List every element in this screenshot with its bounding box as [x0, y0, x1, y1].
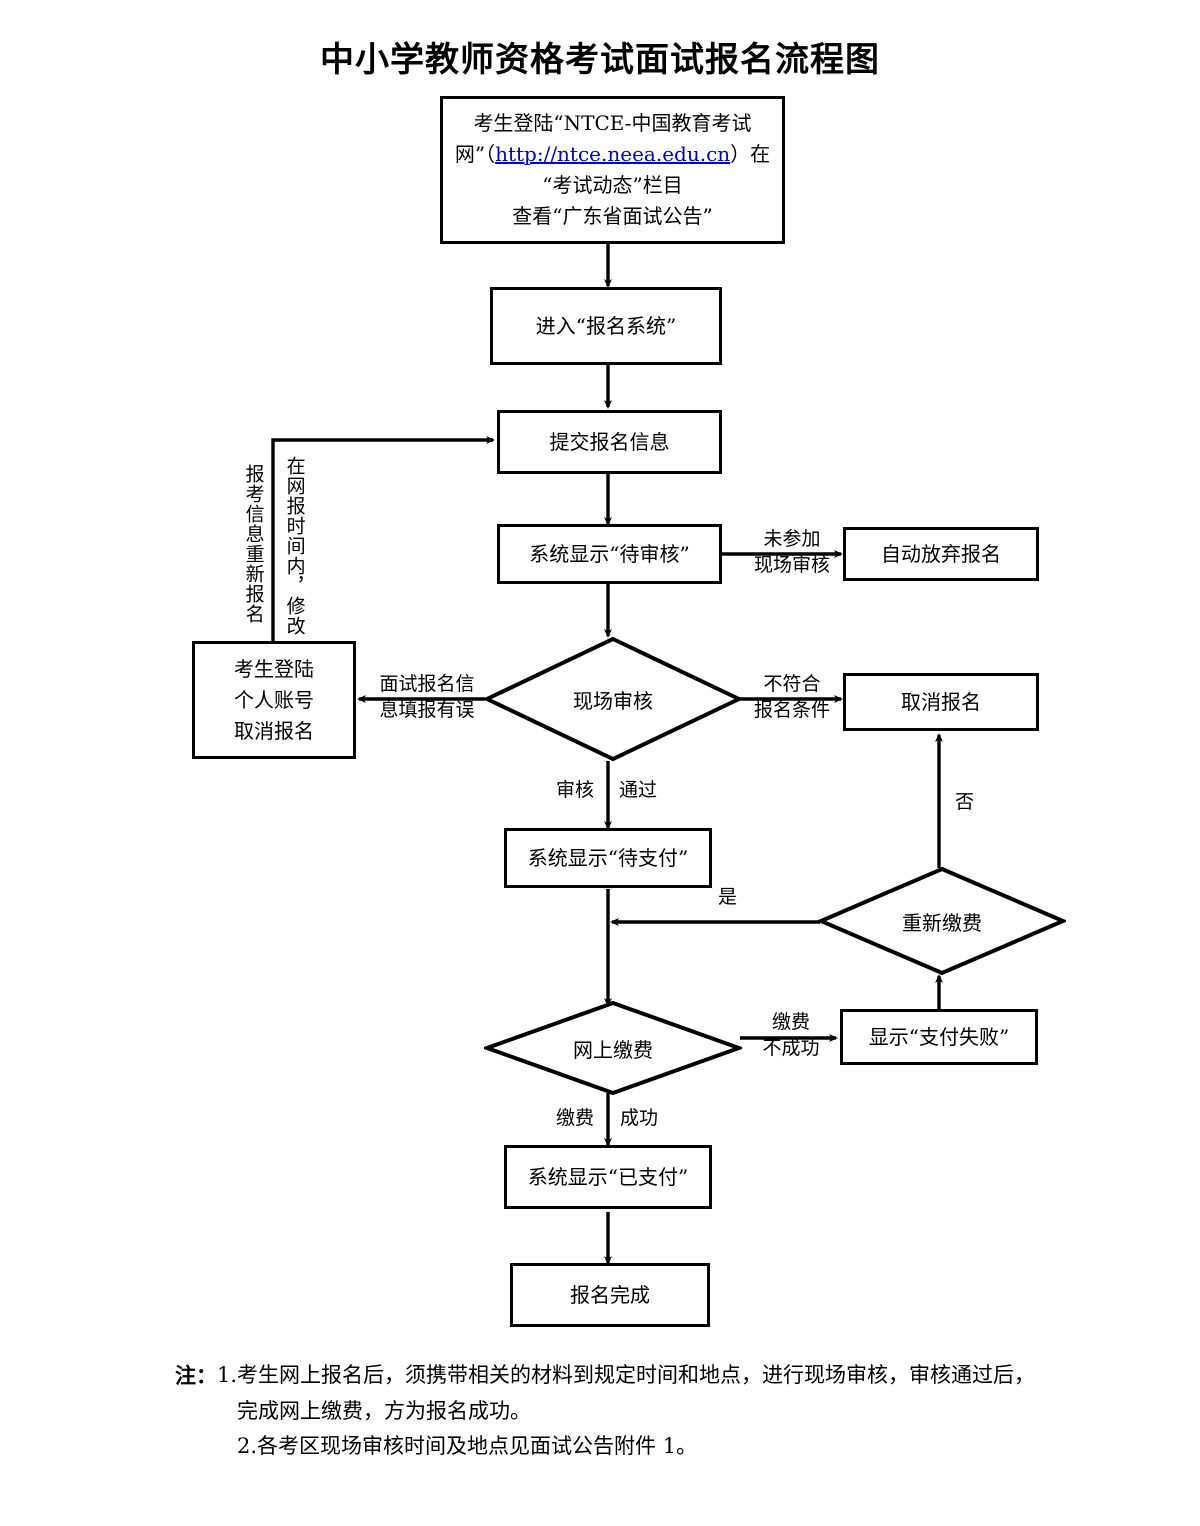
candidate-cancel-line-1: 考生登陆 — [234, 656, 314, 681]
note-row-2: 2.各考区现场审核时间及地点见面试公告附件 1。 — [175, 1429, 1125, 1465]
online-payment-diamond-shape — [484, 1000, 742, 1096]
node-system-pending-payment: 系统显示“待支付” — [504, 828, 712, 888]
online-payment-label: 网上缴费 — [573, 1037, 653, 1062]
note-2-line-1: 各考区现场审核时间及地点见面试公告附件 1。 — [257, 1434, 698, 1459]
edge-label-not-attend-onsite: 未参加 现场审核 — [744, 527, 840, 578]
done-label: 报名完成 — [570, 1282, 650, 1307]
node-system-paid: 系统显示“已支付” — [504, 1145, 712, 1209]
no-text: 否 — [955, 791, 975, 813]
node-cancel-registration: 取消报名 — [843, 673, 1039, 731]
not-attend-line-1: 未参加 — [763, 528, 821, 550]
note-row-1: 注：1.考生网上报名后，须携带相关的材料到规定时间和地点，进行现场审核，审核通过… — [175, 1358, 1125, 1394]
not-qualified-line-2: 报名条件 — [753, 698, 830, 721]
edge-label-payment-success-right: 成功 — [620, 1106, 658, 1132]
start-line-2-pre: 网”（ — [454, 142, 496, 166]
not-attend-line-2: 现场审核 — [753, 553, 830, 576]
yes-text: 是 — [718, 886, 738, 908]
pay-failed-line-1: 缴费 — [771, 1011, 810, 1033]
info-error-line-2: 息填报有误 — [379, 698, 475, 721]
not-qualified-line-1: 不符合 — [763, 673, 821, 695]
onsite-review-label: 现场审核 — [573, 688, 653, 713]
enter-system-label: 进入“报名系统” — [535, 313, 677, 338]
edge-label-modify-vertical: 在网报时间内，修改 — [281, 440, 307, 652]
pending-payment-label: 系统显示“待支付” — [527, 845, 689, 870]
node-online-payment-decision: 网上缴费 — [484, 1000, 742, 1096]
review-passed-part-1: 审核 — [556, 779, 595, 801]
candidate-cancel-lines: 考生登陆 个人账号 取消报名 — [228, 652, 320, 749]
edge-label-no: 否 — [955, 790, 974, 816]
notes-label: 注： — [175, 1363, 217, 1388]
node-auto-abandon-registration: 自动放弃报名 — [843, 527, 1039, 581]
onsite-review-diamond-shape — [484, 636, 742, 762]
paid-label: 系统显示“已支付” — [527, 1164, 689, 1189]
start-line-4: 查看“广东省面试公告” — [512, 204, 713, 228]
notes-block: 注：1.考生网上报名后，须携带相关的材料到规定时间和地点，进行现场审核，审核通过… — [175, 1358, 1125, 1465]
edge-label-review-passed-right: 通过 — [619, 778, 657, 804]
start-line-2-post: ）在 — [730, 142, 771, 166]
node-submit-registration-info: 提交报名信息 — [497, 410, 722, 474]
edge-label-yes: 是 — [718, 885, 737, 911]
edge-label-reapply-vertical: 报考信息重新报名 — [240, 446, 266, 642]
node-start-login-ntce: 考生登陆“NTCE-中国教育考试 网”（http://ntce.neea.edu… — [440, 96, 785, 244]
candidate-cancel-line-2: 个人账号 — [234, 687, 314, 712]
pay-ok-part-2: 成功 — [620, 1107, 659, 1129]
node-system-pending-review: 系统显示“待审核” — [497, 524, 722, 584]
repay-label: 重新缴费 — [902, 910, 982, 935]
node-enter-registration-system: 进入“报名系统” — [490, 287, 722, 365]
edge-label-review-passed-left: 审核 — [556, 778, 594, 804]
edge-label-payment-success-left: 缴费 — [556, 1106, 594, 1132]
node-onsite-review-decision: 现场审核 — [484, 636, 742, 762]
submit-info-label: 提交报名信息 — [549, 429, 670, 454]
node-candidate-login-cancel: 考生登陆 个人账号 取消报名 — [192, 641, 356, 759]
start-line-3: “考试动态”栏目 — [542, 173, 683, 197]
modify-vertical-text: 在网报时间内，修改 — [283, 456, 306, 636]
reapply-vertical-text: 报考信息重新报名 — [242, 464, 265, 624]
edge-label-payment-unsuccessful: 缴费 不成功 — [748, 1010, 834, 1061]
edge-label-not-qualified: 不符合 报名条件 — [744, 672, 840, 723]
pay-failed-line-2: 不成功 — [762, 1036, 820, 1059]
repay-diamond-shape — [818, 866, 1066, 976]
note-1-number: 1. — [217, 1363, 238, 1387]
note-1-line-1: 考生网上报名后，须携带相关的材料到规定时间和地点，进行现场审核，审核通过后， — [237, 1363, 1036, 1387]
info-error-line-1: 面试报名信 — [379, 673, 475, 695]
pay-ok-part-1: 缴费 — [556, 1107, 595, 1129]
ntce-url-link[interactable]: http://ntce.neea.edu.cn — [495, 142, 731, 166]
edge-label-info-error: 面试报名信 息填报有误 — [371, 672, 483, 723]
page-title: 中小学教师资格考试面试报名流程图 — [320, 40, 880, 80]
node-repay-decision: 重新缴费 — [818, 866, 1066, 976]
node-registration-done: 报名完成 — [510, 1263, 710, 1327]
pending-review-label: 系统显示“待审核” — [529, 541, 690, 566]
start-line-2: 网”（http://ntce.neea.edu.cn）在 — [455, 139, 770, 170]
note-2-number: 2. — [237, 1434, 258, 1459]
auto-abandon-label: 自动放弃报名 — [881, 541, 1001, 566]
node-payment-failed: 显示“支付失败” — [840, 1009, 1038, 1065]
candidate-cancel-line-3: 取消报名 — [234, 718, 314, 743]
start-line-1: 考生登陆“NTCE-中国教育考试 — [473, 111, 752, 135]
payment-failed-label: 显示“支付失败” — [868, 1024, 1010, 1049]
note-1-line-2: 完成网上缴费，方为报名成功。 — [237, 1398, 531, 1423]
review-passed-part-2: 通过 — [619, 779, 658, 801]
cancel-registration-label: 取消报名 — [901, 689, 981, 714]
